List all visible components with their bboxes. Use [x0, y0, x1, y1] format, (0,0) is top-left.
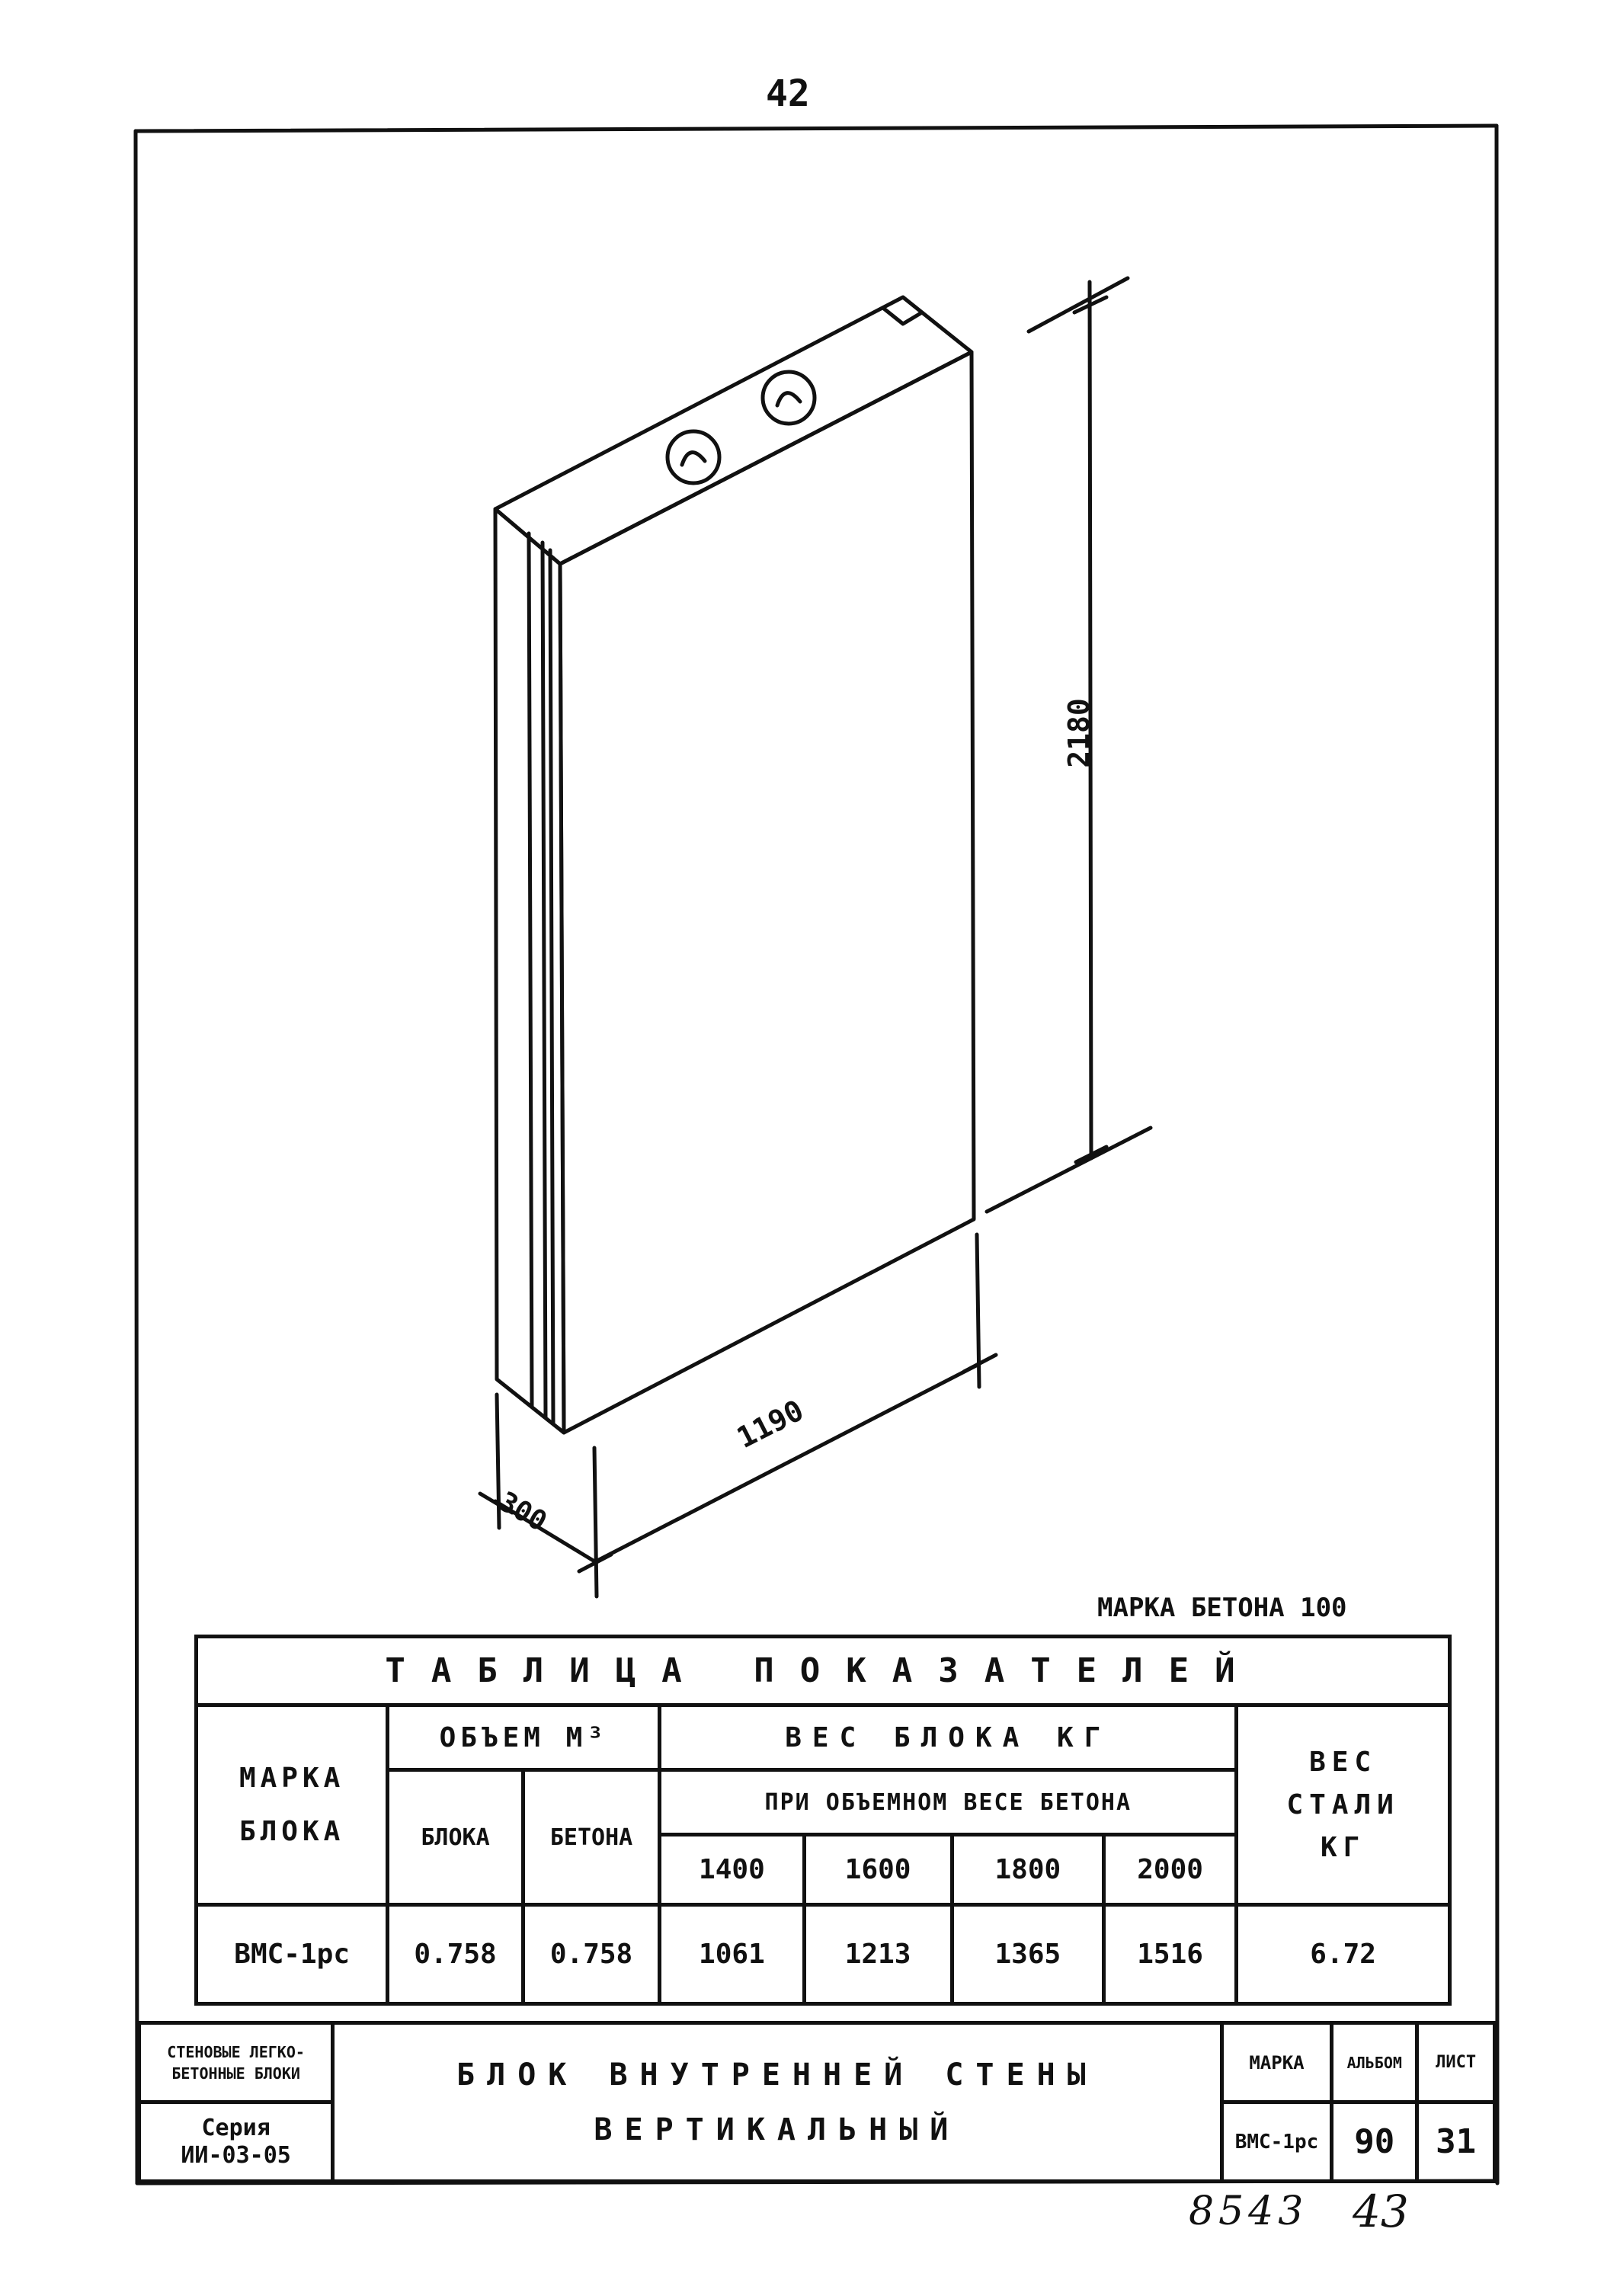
block-rib-3 — [548, 548, 555, 1426]
row-vol-block: 0.758 — [386, 1903, 525, 2006]
row-weight-1800: 1365 — [949, 1903, 1106, 2006]
header-volume: ОБЪЕМ М³ — [386, 1703, 662, 1772]
header-weight-sub: ПРИ ОБЪЕМНОМ ВЕСЕ БЕТОНА — [658, 1768, 1239, 1836]
tb-album-label: АЛЬБОМ — [1330, 2021, 1420, 2104]
dim-line-height — [1087, 280, 1093, 1161]
header-steel: ВЕС СТАЛИ КГ — [1234, 1703, 1452, 1907]
frame-left — [133, 129, 139, 2186]
table-title: ТАБЛИЦА ПОКАЗАТЕЛЕЙ — [194, 1635, 1452, 1707]
row-steel: 6.72 — [1234, 1903, 1452, 2006]
block-rib-2 — [540, 540, 548, 1420]
density-2000: 2000 — [1101, 1833, 1239, 1907]
row-weight-2000: 1516 — [1101, 1903, 1239, 2006]
header-volume-block: БЛОКА — [386, 1768, 525, 1907]
block-front-face — [558, 350, 976, 1435]
tb-album-value: 90 — [1330, 2100, 1420, 2183]
lifting-loop-icon-2 — [760, 370, 817, 426]
block-rib-1 — [527, 531, 534, 1408]
tb-title-line2: ВЕРТИКАЛЬНЫЙ — [594, 2112, 961, 2147]
tb-title-line1: БЛОК ВНУТРЕННЕЙ СТЕНЫ — [456, 2057, 1098, 2093]
header-mark: МАРКА БЛОКА — [194, 1703, 390, 1907]
frame-bottom — [135, 2179, 1500, 2186]
table-row: ВМС-1рс 0.758 0.758 1061 1213 1365 1516 … — [194, 1903, 1452, 2006]
frame-top — [133, 123, 1499, 133]
density-1800: 1800 — [949, 1833, 1106, 1907]
density-1400: 1400 — [658, 1833, 806, 1907]
tb-sheet-value: 31 — [1415, 2100, 1497, 2183]
tb-title: БЛОК ВНУТРЕННЕЙ СТЕНЫ ВЕРТИКАЛЬНЫЙ — [331, 2021, 1224, 2183]
density-1600: 1600 — [802, 1833, 954, 1907]
row-mark: ВМС-1рс — [194, 1903, 390, 2006]
block-top-face — [493, 295, 974, 566]
header-volume-concrete: БЕТОНА — [520, 1768, 662, 1907]
block-top-notch — [882, 306, 924, 326]
tb-group: СТЕНОВЫЕ ЛЕГКО-БЕТОННЫЕ БЛОКИ — [136, 2021, 335, 2104]
indicators-table: ТАБЛИЦА ПОКАЗАТЕЛЕЙ МАРКА БЛОКА ОБЪЕМ М³… — [194, 1635, 1452, 2006]
tb-series-value: ИИ-03-05 — [181, 2141, 291, 2169]
title-block: СТЕНОВЫЕ ЛЕГКО-БЕТОННЫЕ БЛОКИ БЛОК ВНУТР… — [136, 2021, 1497, 2183]
tb-mark-label: МАРКА — [1219, 2021, 1334, 2104]
tb-mark-value: ВМС-1рс — [1219, 2100, 1334, 2183]
lifting-loop-icon — [665, 429, 722, 485]
page-number: 42 — [766, 72, 810, 115]
row-weight-1400: 1061 — [658, 1903, 806, 2006]
row-weight-1600: 1213 — [802, 1903, 954, 2006]
block-side-face — [493, 507, 566, 1435]
handwritten-number-left: 8543 — [1189, 2189, 1308, 2234]
header-weight: ВЕС БЛОКА КГ — [658, 1703, 1239, 1772]
concrete-grade-note: МАРКА БЕТОНА 100 — [1097, 1593, 1347, 1623]
tb-series: Серия ИИ-03-05 — [136, 2100, 335, 2183]
handwritten-number-right: 43 — [1353, 2186, 1409, 2237]
tb-series-label: Серия — [201, 2114, 271, 2141]
dim-height-label: 2180 — [1061, 698, 1096, 768]
dim-line-length — [592, 1362, 981, 1564]
row-vol-concrete: 0.758 — [520, 1903, 662, 2006]
tb-sheet-label: ЛИСТ — [1415, 2021, 1497, 2104]
